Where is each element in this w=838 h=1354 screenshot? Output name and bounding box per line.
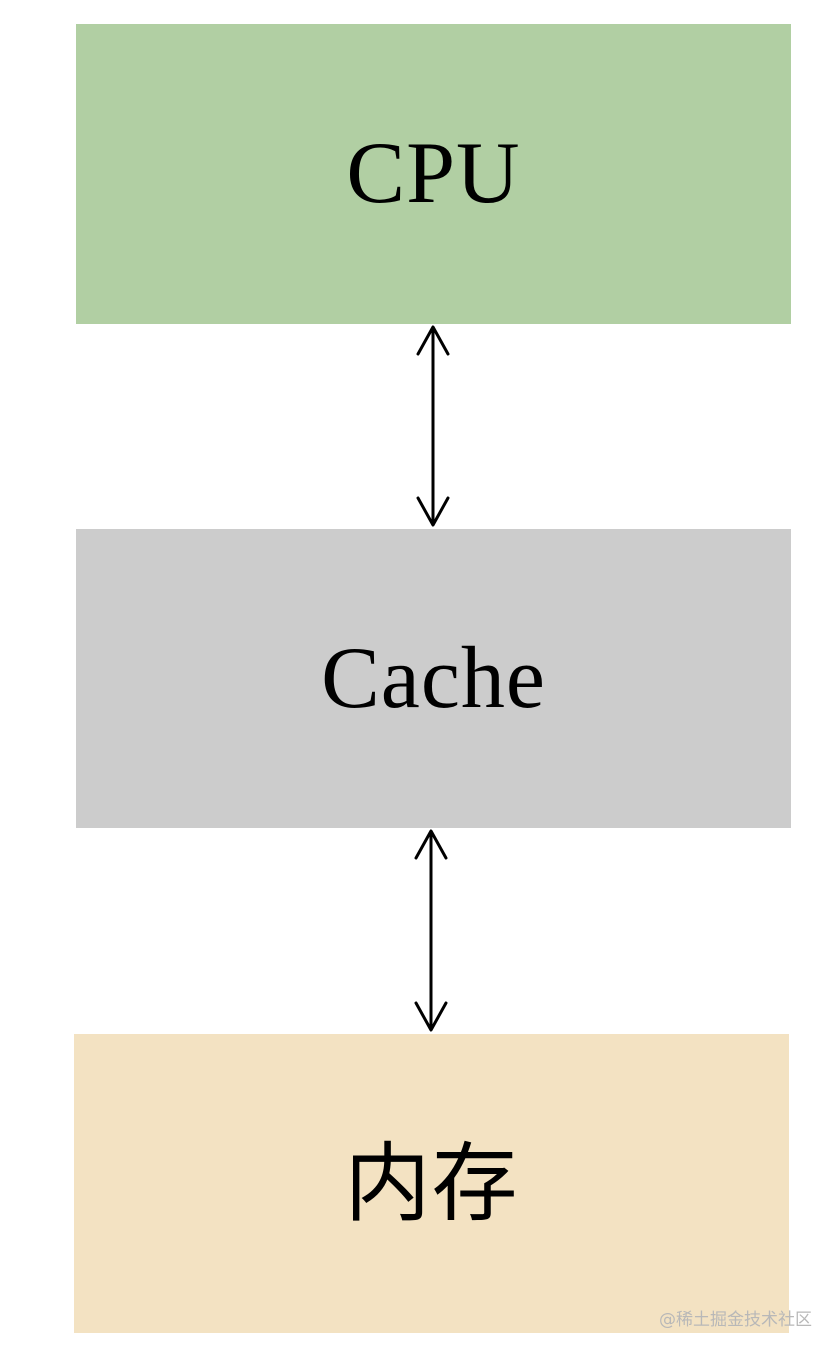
- memory-label: 内存: [344, 1133, 519, 1234]
- memory-box: 内存: [74, 1034, 789, 1333]
- arrow-cpu-cache: [416, 325, 450, 527]
- cpu-label: CPU: [346, 125, 521, 222]
- cpu-box: CPU: [76, 24, 791, 324]
- cache-box: Cache: [76, 529, 791, 828]
- cache-label: Cache: [321, 629, 546, 727]
- watermark: @稀土掘金技术社区: [659, 1310, 812, 1330]
- arrow-cache-memory: [414, 829, 448, 1032]
